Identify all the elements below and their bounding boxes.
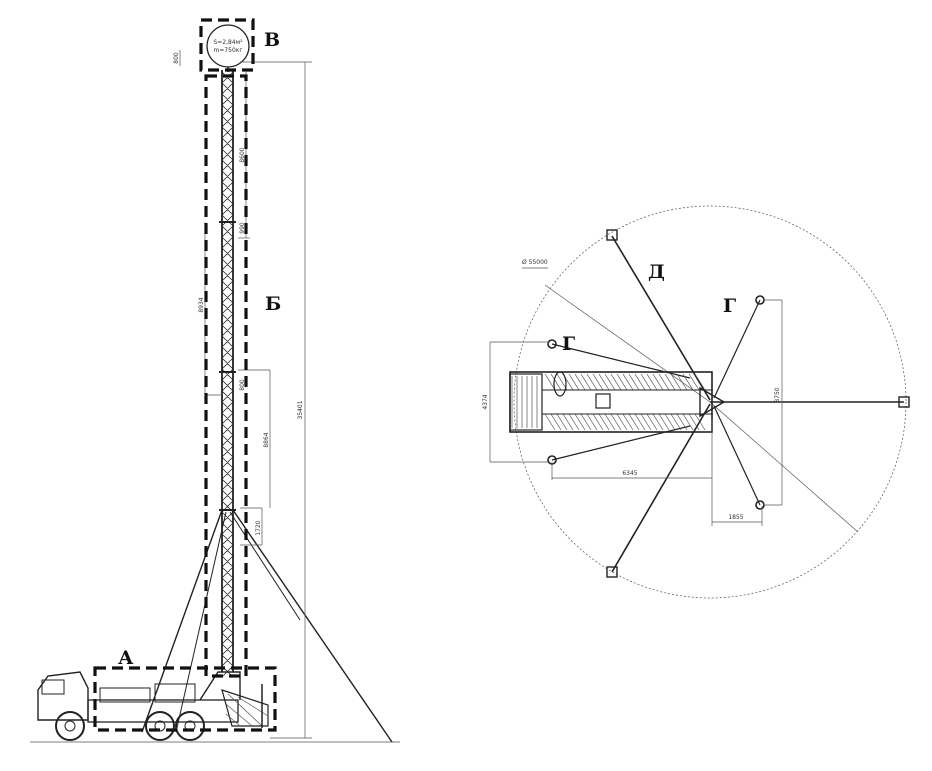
zone-b-label: Б: [265, 293, 281, 315]
head-area-label: S=2,84м²: [213, 39, 243, 46]
cab-plan: [509, 373, 543, 431]
zone-a-box: [93, 666, 277, 732]
outrigger-offset-label: 1855: [728, 514, 743, 521]
mid-section-label: 8934: [198, 297, 205, 312]
anchor-nw: [606, 229, 618, 241]
head-height-label: 800: [173, 52, 180, 64]
mast-base-plan: [699, 386, 726, 418]
mid-gap-label: 990: [239, 222, 246, 234]
wheel-rear-1: [145, 711, 175, 741]
guy-line-se: [713, 405, 761, 506]
anchor-e: [898, 396, 910, 408]
zone-v-label: В: [264, 29, 280, 51]
truck-plan: [509, 371, 726, 433]
truck-width-label: 4374: [482, 394, 489, 409]
top-dimensions: 4374 6345 1855 8750 Ø 55000: [482, 259, 783, 526]
total-height-label: 35401: [297, 400, 304, 419]
mast-lattice: [221, 71, 234, 678]
lower-gap-label: 1720: [255, 520, 262, 535]
wheel-front: [55, 711, 85, 741]
side-view: S=2,84м² m=750кг: [30, 18, 400, 743]
head-weight-label: m=750кг: [213, 47, 242, 54]
radius-label: Ø 55000: [522, 259, 548, 266]
deck-hatch: [511, 373, 706, 431]
guy-radius-circle: [513, 205, 907, 599]
zone-v-box: [199, 18, 255, 72]
antenna-head: S=2,84м² m=750кг: [206, 24, 250, 72]
zone-a-label: А: [118, 647, 134, 669]
upper-section-label: 8600: [239, 147, 246, 162]
anchor-span-label: 8750: [774, 387, 781, 402]
anchor-g-upper-label: Г: [723, 295, 736, 317]
truck-frame: [87, 699, 239, 723]
guy-ropes: [141, 509, 393, 743]
top-view: 4374 6345 1855 8750 Ø 55000 Д Г Г: [482, 205, 910, 599]
cab-window: [41, 679, 65, 695]
rear-outrigger: [221, 689, 269, 727]
anchor-w-upper: [547, 339, 557, 349]
mast: [219, 70, 236, 678]
guy-d-label: Д: [648, 261, 665, 283]
guy-line-ne: [713, 299, 761, 399]
truck: [37, 671, 269, 741]
side-dimensions: 35401 800 8600 990 8934 800 8864 1720: [173, 50, 312, 739]
zone-b-box: [204, 74, 248, 678]
anchor-g-left-label: Г: [562, 333, 575, 355]
outrigger-span-label: 6345: [622, 470, 637, 477]
wheel-rear-2: [175, 711, 205, 741]
anchor-sw: [606, 566, 618, 578]
lower-section-label: 8864: [263, 432, 270, 447]
small-gap-label: 800: [239, 379, 246, 391]
